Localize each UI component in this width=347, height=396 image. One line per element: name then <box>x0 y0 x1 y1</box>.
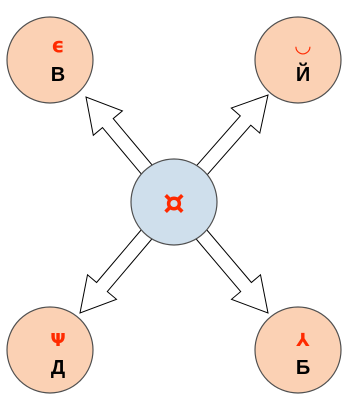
node-top-right: ◡ Й <box>254 16 342 104</box>
node-symbol: ⅄ <box>296 330 310 351</box>
center-symbol: ¤ <box>163 183 185 223</box>
node-symbol: ◡ <box>295 33 311 57</box>
center-node: ¤ <box>130 158 218 246</box>
arrow-to-top-left <box>85 96 156 179</box>
node-circle <box>6 306 94 394</box>
node-letter: Й <box>296 62 310 86</box>
arrow-to-bottom-right <box>192 225 269 314</box>
node-letter: Б <box>296 357 310 379</box>
center-circle <box>130 158 218 246</box>
node-symbol: ϵ <box>52 33 65 57</box>
arrows <box>79 94 269 314</box>
node-circle <box>254 306 342 394</box>
node-circle <box>6 16 94 104</box>
node-bottom-right: ⅄ Б <box>254 306 342 394</box>
node-circle <box>254 16 342 104</box>
arrow-to-bottom-left <box>79 225 156 314</box>
node-symbol: Ψ <box>50 330 65 351</box>
arrow-to-top-right <box>193 94 269 179</box>
node-letter: В <box>51 64 65 86</box>
node-bottom-left: Ψ Д <box>6 306 94 394</box>
node-letter: Д <box>51 357 65 379</box>
node-top-left: ϵ В <box>6 16 94 104</box>
